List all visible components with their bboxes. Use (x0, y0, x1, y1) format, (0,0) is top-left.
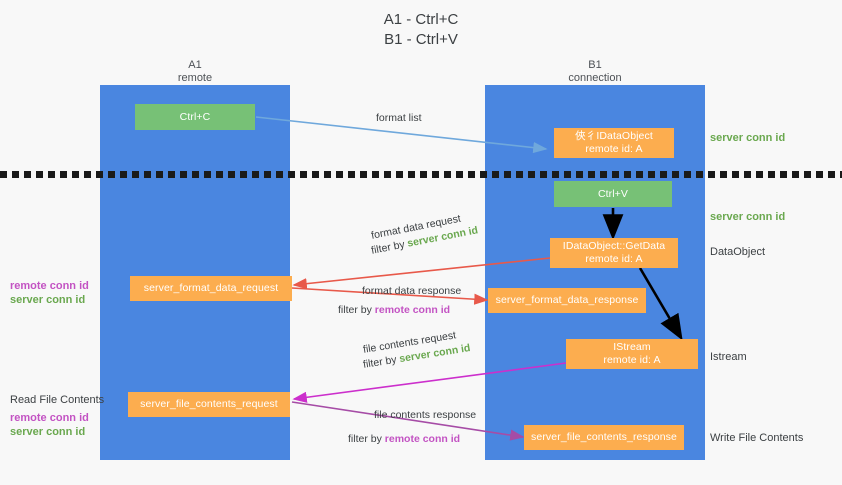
edge-label-filter-prefix-4: filter by (348, 433, 385, 445)
box-server-format-data-request[interactable]: server_format_data_request (130, 276, 292, 301)
note-istream: Istream (710, 351, 747, 363)
note-server-conn-id-lower: server conn id (10, 426, 86, 438)
lane-header-b1-sub: connection (568, 72, 622, 84)
edge-label-format-data-response-line2: filter by remote conn id (338, 303, 461, 317)
note-group-conn-ids-upper: remote conn id server conn id (10, 279, 89, 307)
edge-label-filter-key-remote-conn-id: remote conn id (374, 304, 451, 316)
box-server-file-contents-response[interactable]: server_file_contents_response (524, 425, 684, 450)
note-server-conn-id-second: server conn id (710, 211, 786, 223)
edge-label-format-data-response: format data response filter by remote co… (338, 284, 462, 317)
arrow-format-data-request (292, 257, 551, 290)
note-server-conn-id-top: server conn id (710, 132, 786, 144)
box-ctrl-c[interactable]: Ctrl+C (135, 104, 255, 130)
lane-header-a1: A1 remote (100, 59, 290, 85)
note-group-conn-ids-lower: remote conn id server conn id (10, 411, 89, 439)
edge-label-format-data-response-line1: format data response (362, 285, 462, 297)
note-server-conn-id-upper: server conn id (10, 294, 86, 306)
arrow-file-contents-response (291, 401, 525, 441)
box-idataobject-getdata[interactable]: IDataObject::GetData remote id: A (550, 238, 678, 268)
box-idataobject[interactable]: 俠彳IDataObject remote id: A (554, 128, 674, 158)
lane-header-a1-sub: remote (177, 72, 213, 84)
edge-label-filter-prefix-2: filter by (338, 304, 375, 316)
lane-header-b1: B1 connection (485, 59, 705, 85)
edge-label-file-contents-response-line2: filter by remote conn id (348, 432, 476, 446)
note-read-file-contents: Read File Contents (10, 394, 105, 406)
note-write-file-contents: Write File Contents (710, 432, 804, 444)
diagram-title: A1 - Ctrl+C B1 - Ctrl+V (383, 11, 459, 48)
note-dataobject: DataObject (710, 246, 766, 258)
lane-header-b1-name: B1 (588, 59, 602, 71)
edge-label-file-contents-request: file contents request filter by server c… (362, 329, 471, 372)
arrow-format-data-response (291, 287, 489, 305)
phase-divider (0, 171, 842, 178)
note-remote-conn-id-upper: remote conn id (10, 280, 89, 292)
arrow-format-list (255, 116, 548, 154)
edge-label-file-contents-response: file contents response filter by remote … (348, 408, 477, 446)
lane-header-a1-name: A1 (188, 59, 202, 71)
box-istream[interactable]: IStream remote id: A (566, 339, 698, 369)
box-server-file-contents-request[interactable]: server_file_contents_request (128, 392, 290, 417)
edge-label-format-data-request: format data request filter by server con… (370, 213, 479, 258)
note-remote-conn-id-lower: remote conn id (10, 412, 89, 424)
edge-label-format-list: format list (376, 112, 422, 124)
box-ctrl-v[interactable]: Ctrl+V (554, 181, 672, 207)
box-server-format-data-response[interactable]: server_format_data_response (488, 288, 646, 313)
edge-label-filter-key-remote-conn-id-2: remote conn id (384, 433, 461, 445)
arrow-getdata-to-istream (638, 267, 683, 341)
arrow-file-contents-request (292, 362, 567, 403)
edge-label-file-contents-response-line1: file contents response (374, 409, 477, 421)
